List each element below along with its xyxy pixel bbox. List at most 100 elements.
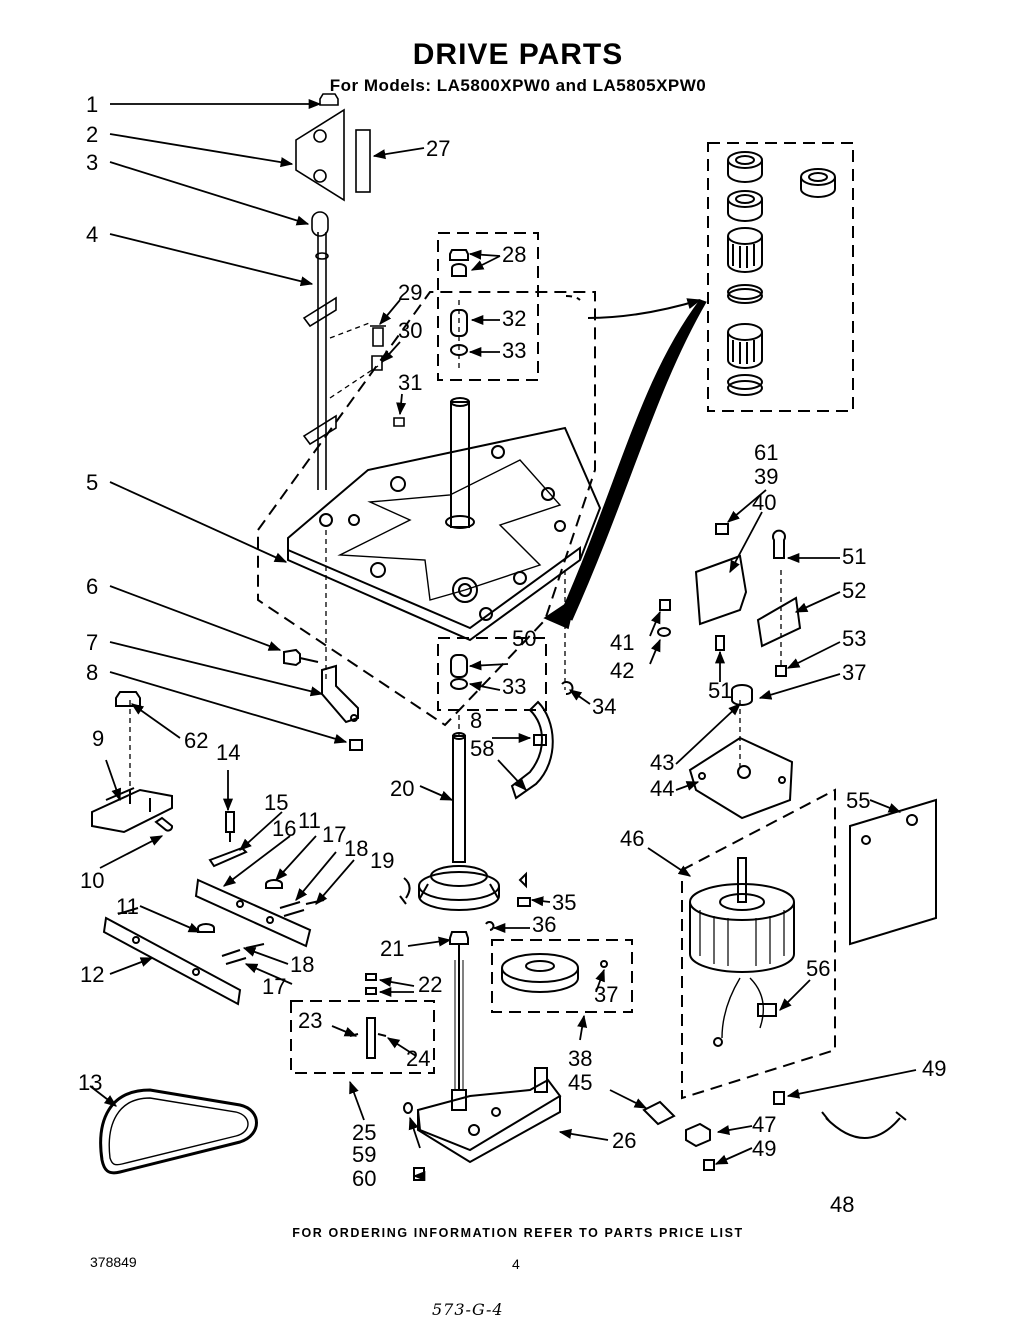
callout-37-upper: 37 [842, 660, 866, 685]
seal-kit-pointer-arrow [543, 295, 707, 630]
callout-29: 29 [398, 280, 422, 305]
callout-62: 62 [184, 728, 208, 753]
callout-51-lower: 51 [708, 678, 732, 703]
pulley-parts [485, 921, 608, 993]
callout-23: 23 [298, 1008, 322, 1033]
callout-46: 46 [620, 826, 644, 851]
callout-31: 31 [398, 370, 422, 395]
document-number: 378849 [90, 1254, 137, 1270]
callout-18: 18 [344, 836, 368, 861]
callout-51: 51 [842, 544, 866, 569]
callout-41: 41 [610, 630, 634, 655]
callout-21: 21 [380, 936, 404, 961]
callout-2: 2 [86, 122, 98, 147]
callout-17-lower: 17 [262, 974, 286, 999]
callout-43: 43 [650, 750, 674, 775]
callout-32: 32 [502, 306, 526, 331]
pin-kit-box [290, 1000, 435, 1074]
callout-13: 13 [78, 1070, 102, 1095]
callout-33: 33 [502, 338, 526, 363]
page-number: 4 [512, 1256, 520, 1272]
callout-22: 22 [418, 972, 442, 997]
callout-3: 3 [86, 150, 98, 175]
page-title: DRIVE PARTS [412, 38, 624, 71]
drive-shaft-parts [399, 732, 531, 1090]
drive-belt-inner [108, 1097, 249, 1166]
callout-16: 16 [272, 816, 296, 841]
pulley-kit-box [491, 939, 633, 1013]
callout-numbers: 1 2 3 4 5 6 7 8 8 9 10 11 11 12 13 14 15… [78, 92, 946, 1217]
motor-box [681, 788, 836, 1100]
actuator-shaft-parts [295, 93, 405, 490]
callout-4: 4 [86, 222, 98, 247]
ordering-info-note: FOR ORDERING INFORMATION REFER TO PARTS … [292, 1226, 744, 1240]
callout-53: 53 [842, 626, 866, 651]
models-subtitle: For Models: LA5800XPW0 and LA5805XPW0 [329, 76, 707, 95]
callout-11: 11 [298, 808, 321, 833]
callout-24: 24 [406, 1046, 430, 1071]
callout-52: 52 [842, 578, 866, 603]
callout-56: 56 [806, 956, 830, 981]
callout-10: 10 [80, 868, 104, 893]
motor-mount-parts [657, 523, 802, 820]
callout-49: 49 [922, 1056, 946, 1081]
callout-40: 40 [752, 490, 776, 515]
callout-11-lower: 11 [116, 894, 139, 919]
handwritten-code: 573-G-4 [432, 1300, 504, 1319]
drive-belt [99, 1088, 258, 1175]
callout-45: 45 [568, 1070, 592, 1095]
callout-8: 8 [86, 660, 98, 685]
callout-12: 12 [80, 962, 104, 987]
callout-20: 20 [390, 776, 414, 801]
callout-50: 50 [512, 626, 536, 651]
connection-leaders [129, 300, 782, 790]
callout-19: 19 [370, 848, 394, 873]
callout-38: 38 [568, 1046, 592, 1071]
drive-motor [689, 857, 795, 1047]
callout-58: 58 [470, 736, 494, 761]
callout-7: 7 [86, 630, 98, 655]
callout-35: 35 [552, 890, 576, 915]
callout-33-lower: 33 [502, 674, 526, 699]
callout-48: 48 [830, 1192, 854, 1217]
callout-39: 39 [754, 464, 778, 489]
seal-kit-parts [727, 151, 836, 396]
callout-30: 30 [398, 318, 422, 343]
callout-61: 61 [754, 440, 778, 465]
callout-34: 34 [592, 694, 616, 719]
callout-17: 17 [322, 822, 346, 847]
transmission-parts [403, 1067, 715, 1181]
callout-44: 44 [650, 776, 674, 801]
dashed-group-outlines [257, 142, 854, 1100]
callout-26: 26 [612, 1128, 636, 1153]
switch-bracket-parts [91, 787, 174, 834]
callout-9: 9 [92, 726, 104, 751]
motor-side-parts [773, 798, 937, 1139]
callout-47: 47 [752, 1112, 776, 1137]
bushing-kit-box [437, 232, 539, 381]
seal-kit-box [707, 142, 854, 412]
drive-base-plate [287, 397, 602, 642]
callout-8-lower: 8 [470, 708, 482, 733]
callout-37: 37 [594, 982, 618, 1007]
callout-49-lower: 49 [752, 1136, 776, 1161]
callout-25: 25 [352, 1120, 376, 1145]
callout-60: 60 [352, 1166, 376, 1191]
callout-5: 5 [86, 470, 98, 495]
callout-1: 1 [86, 92, 98, 117]
callout-28: 28 [502, 242, 526, 267]
callout-42: 42 [610, 658, 634, 683]
lower-bushing-box [437, 637, 547, 711]
pin-kit-parts [349, 973, 387, 1059]
callout-6: 6 [86, 574, 98, 599]
callout-14: 14 [216, 740, 240, 765]
callout-59: 59 [352, 1142, 376, 1167]
hose-parts [510, 681, 574, 800]
callout-36: 36 [532, 912, 556, 937]
callout-55: 55 [846, 788, 870, 813]
callout-15: 15 [264, 790, 288, 815]
bushing-parts [449, 249, 469, 690]
callout-18-lower: 18 [290, 952, 314, 977]
